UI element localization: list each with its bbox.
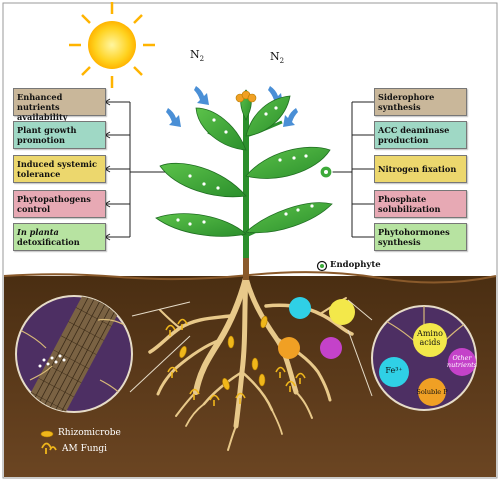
endophyte-dots bbox=[176, 106, 314, 226]
fe-label: Fe³⁺ bbox=[385, 366, 403, 375]
flower-buds bbox=[235, 90, 257, 103]
amino-acids-label: Amino acids bbox=[412, 329, 448, 347]
rhizomicrobe-legend-icon bbox=[40, 430, 54, 438]
am-fungi-legend-icon bbox=[41, 442, 57, 454]
box-phytohormones: Phytohormones synthesis bbox=[374, 223, 467, 251]
box-phytopathogens: Phytopathogens control bbox=[13, 190, 106, 218]
box-induced-tolerance: Induced systemic tolerance bbox=[13, 155, 106, 183]
box-line: synthesis bbox=[378, 102, 421, 112]
am-fungi-label: AM Fungi bbox=[62, 444, 108, 454]
soluble-p-bubble bbox=[418, 378, 446, 406]
other-line: nutrients bbox=[446, 361, 478, 369]
box-line: promotion bbox=[17, 135, 65, 145]
box-line: ACC deaminase bbox=[378, 125, 450, 135]
box-line: synthesis bbox=[378, 237, 421, 247]
box-line: Nitrogen fixation bbox=[378, 164, 457, 174]
box-line: availability bbox=[17, 112, 68, 122]
endophyte-legend-icon bbox=[316, 260, 328, 272]
box-line: Phytopathogens bbox=[17, 194, 91, 204]
box-line: control bbox=[17, 204, 51, 214]
soil-nutrient-bubbles bbox=[278, 297, 355, 359]
box-line: solubilization bbox=[378, 204, 441, 214]
nitrogen-arrows bbox=[166, 86, 298, 127]
box-line: Induced systemic bbox=[17, 159, 97, 169]
stem-base bbox=[243, 258, 249, 280]
box-line: Enhanced nutrients bbox=[17, 92, 63, 112]
root-zoom-circle bbox=[15, 295, 133, 413]
zoom-lines bbox=[129, 299, 373, 397]
n2-label-left: N2 bbox=[190, 48, 205, 64]
box-line: tolerance bbox=[17, 169, 61, 179]
box-line: detoxification bbox=[17, 237, 80, 247]
soluble-p-label: Soluble P bbox=[416, 388, 448, 396]
box-phosphate: Phosphate solubilization bbox=[374, 190, 467, 218]
box-line: Phytohormones bbox=[378, 227, 450, 237]
endophyte-label: Endophyte bbox=[330, 260, 381, 270]
leaves bbox=[155, 89, 333, 237]
amino-line: acids bbox=[419, 338, 441, 347]
other-line: Other bbox=[452, 354, 472, 362]
am-fungi bbox=[165, 318, 306, 406]
box-line: Siderophore bbox=[378, 92, 435, 102]
box-line: In planta bbox=[17, 227, 59, 237]
amino-acids-bubble bbox=[413, 323, 447, 357]
right-connectors bbox=[332, 101, 374, 238]
soil-surface bbox=[3, 271, 497, 284]
rhizomicrobes bbox=[179, 315, 268, 391]
other-nutrients-bubble bbox=[448, 348, 476, 376]
box-enhanced-nutrients: Enhanced nutrients availability bbox=[13, 88, 106, 122]
roots bbox=[148, 275, 354, 451]
box-in-planta: In planta detoxification bbox=[13, 223, 106, 251]
other-nutrients-label: Other nutrients bbox=[446, 355, 478, 369]
amino-line: Amino bbox=[417, 329, 443, 338]
box-line: Plant growth bbox=[17, 125, 77, 135]
box-line: Phosphate bbox=[378, 194, 427, 204]
box-siderophore: Siderophore synthesis bbox=[374, 88, 467, 116]
box-plant-growth: Plant growth promotion bbox=[13, 121, 106, 149]
sun-icon bbox=[69, 2, 155, 88]
rhizomicrobe-label: Rhizomicrobe bbox=[58, 428, 121, 438]
nutrient-zoom-circle bbox=[371, 305, 477, 411]
box-acc-deaminase: ACC deaminase production bbox=[374, 121, 467, 149]
fe-bubble bbox=[379, 357, 409, 387]
plant bbox=[155, 89, 333, 280]
box-line: production bbox=[378, 135, 429, 145]
n2-label-right: N2 bbox=[270, 50, 285, 66]
box-nitrogen-fixation: Nitrogen fixation bbox=[374, 155, 467, 183]
